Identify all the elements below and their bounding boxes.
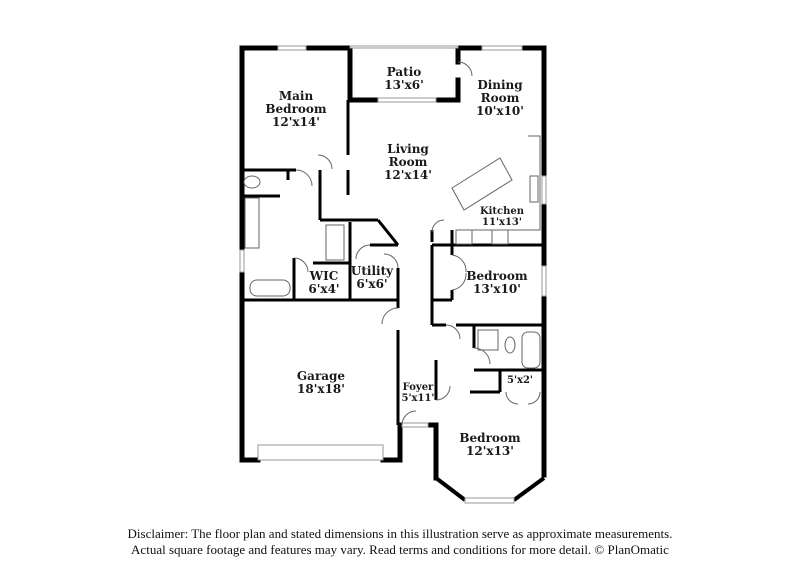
room-name: Foyer	[402, 382, 434, 393]
room-name: Living	[387, 142, 429, 156]
room-dimensions: 6'x6'	[356, 277, 388, 291]
room-name: Room	[480, 91, 520, 105]
room-label-utility: Utility 6'x6'	[351, 265, 393, 291]
room-label-foyer: Foyer 5'x11'	[402, 382, 435, 404]
room-name: Main	[278, 89, 314, 103]
room-dimensions: 18'x18'	[297, 382, 345, 396]
room-label-dining-room: Dining Room 10'x10'	[476, 79, 524, 118]
interior-walls	[242, 100, 544, 425]
room-name: Bedroom	[466, 269, 528, 283]
fixtures	[243, 61, 541, 426]
room-label-kitchen: Kitchen 11'x13'	[480, 206, 524, 228]
disclaimer-line-1: Disclaimer: The floor plan and stated di…	[127, 526, 673, 541]
room-dimensions: 6'x4'	[308, 282, 340, 296]
room-dimensions: 12'x14'	[272, 115, 320, 129]
room-label-living-room: Living Room 12'x14'	[384, 143, 432, 182]
room-name: Utility	[350, 264, 394, 278]
room-label-patio: Patio 13'x6'	[384, 66, 424, 92]
room-name: Bedroom	[265, 102, 327, 116]
room-dimensions: 13'x6'	[384, 78, 424, 92]
room-name: Kitchen	[479, 206, 525, 217]
room-name: Garage	[296, 369, 346, 383]
room-label-bedroom-2: Bedroom 13'x10'	[466, 270, 527, 296]
room-dimensions: 11'x13'	[482, 217, 522, 228]
disclaimer-line-2: Actual square footage and features may v…	[131, 542, 669, 557]
room-name: Room	[388, 155, 428, 169]
room-label-main-bedroom: Main Bedroom 12'x14'	[265, 90, 326, 129]
room-label-wic: WIC 6'x4'	[308, 270, 339, 296]
room-label-garage: Garage 18'x18'	[297, 370, 345, 396]
room-name: Dining	[477, 78, 523, 92]
room-name: Patio	[386, 65, 422, 79]
room-dimensions: 5'x11'	[401, 393, 435, 404]
room-dimensions: 5'x2'	[506, 375, 534, 386]
windows	[239, 45, 547, 504]
room-label-closet: 5'x2'	[507, 375, 533, 386]
room-dimensions: 12'x14'	[384, 168, 432, 182]
room-label-bedroom-3: Bedroom 12'x13'	[459, 432, 520, 458]
room-dimensions: 10'x10'	[476, 104, 524, 118]
room-dimensions: 12'x13'	[466, 444, 514, 458]
room-dimensions: 13'x10'	[473, 282, 521, 296]
bay-window	[434, 476, 546, 502]
room-name: Bedroom	[459, 431, 521, 445]
room-name: WIC	[309, 269, 339, 283]
